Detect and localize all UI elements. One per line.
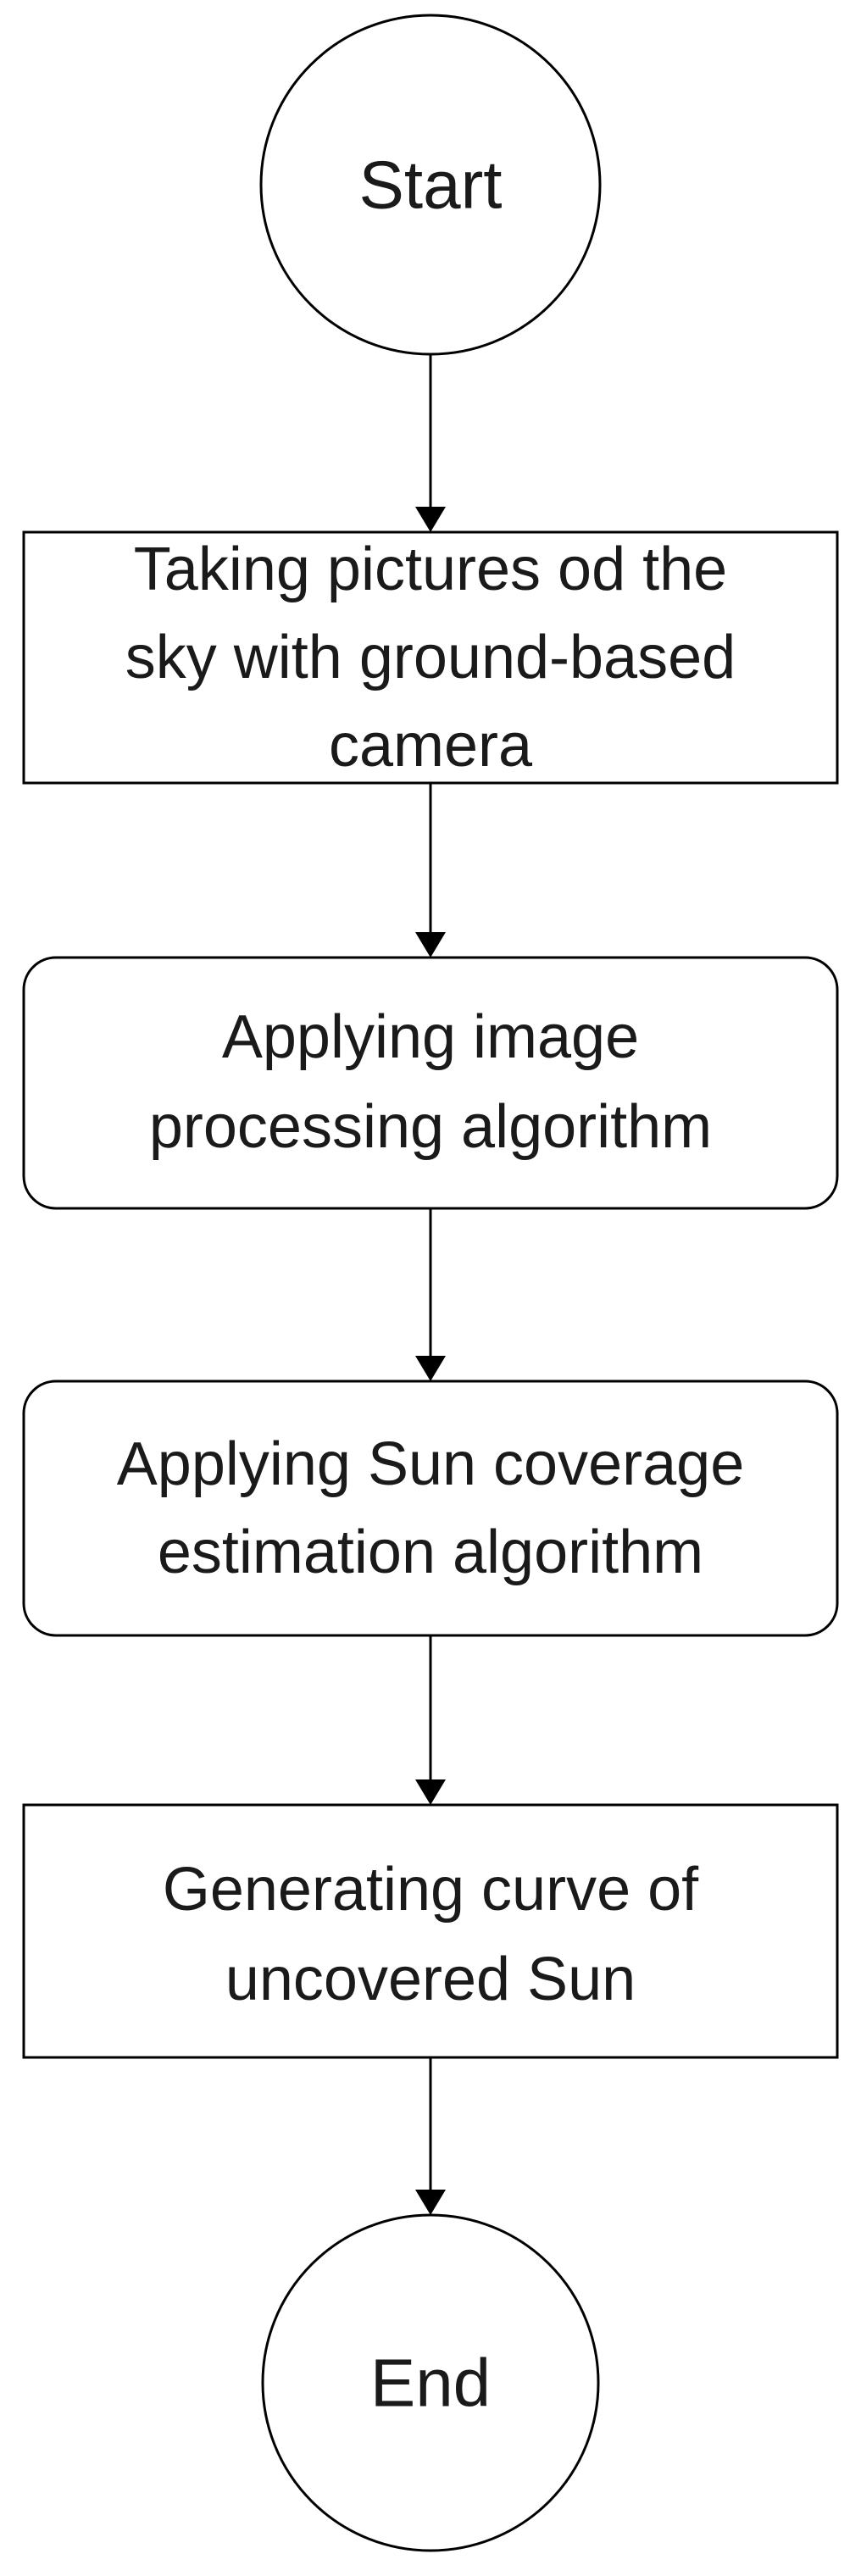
- step-2-node: Applying image processing algorithm: [22, 956, 839, 1210]
- step-1-node: Taking pictures od the sky with ground-b…: [22, 530, 839, 785]
- arrow-step-4-to-end: [415, 2057, 446, 2215]
- step-2-line-1: Applying image: [222, 1003, 639, 1071]
- step-4-line-2: uncovered Sun: [225, 1946, 636, 2013]
- end-node: End: [261, 2213, 600, 2552]
- arrow-step-2-to-step-3: [415, 1208, 446, 1381]
- arrow-step-3-to-step-4: [415, 1635, 446, 1805]
- step-4-line-1: Generating curve of: [163, 1856, 699, 1924]
- step-3-node: Applying Sun coverage estimation algorit…: [22, 1380, 839, 1637]
- step-1-line-1: Taking pictures od the: [134, 536, 727, 603]
- arrow-step-1-to-step-2: [415, 783, 446, 958]
- step-1-line-3: camera: [329, 712, 533, 780]
- start-node: Start: [259, 14, 602, 356]
- arrow-start-to-step-1: [415, 354, 446, 532]
- step-2-line-2: processing algorithm: [149, 1093, 712, 1161]
- step-3-line-1: Applying Sun coverage: [117, 1430, 745, 1498]
- start-label: Start: [359, 147, 503, 223]
- step-4-node: Generating curve of uncovered Sun: [22, 1803, 839, 2059]
- step-1-line-2: sky with ground-based: [125, 624, 736, 691]
- step-3-line-2: estimation algorithm: [158, 1518, 703, 1586]
- end-label: End: [370, 2346, 491, 2421]
